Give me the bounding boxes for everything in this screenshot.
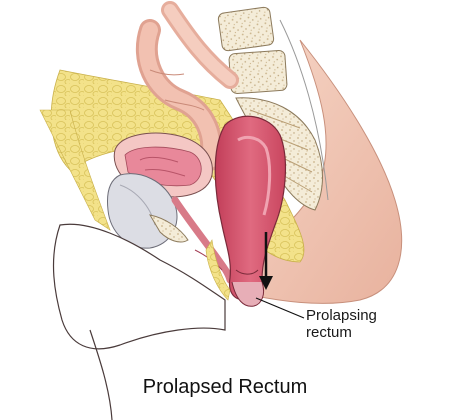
down-arrow-icon — [259, 232, 273, 290]
callout-label: Prolapsing rectum — [306, 307, 377, 341]
perirectal-fat — [205, 239, 231, 301]
intestine — [135, 1, 239, 171]
callout-line-1: Prolapsing — [306, 307, 377, 324]
rectum — [214, 115, 287, 307]
leg-outline — [89, 329, 113, 420]
buttock-skin — [229, 39, 402, 304]
callout-leader — [255, 297, 305, 319]
callout-line-2: rectum — [306, 324, 352, 341]
abdominal-fat — [39, 109, 111, 231]
figure-caption: Prolapsed Rectum — [142, 376, 308, 398]
thigh — [52, 223, 226, 350]
prolapsed-bulge — [231, 281, 265, 307]
